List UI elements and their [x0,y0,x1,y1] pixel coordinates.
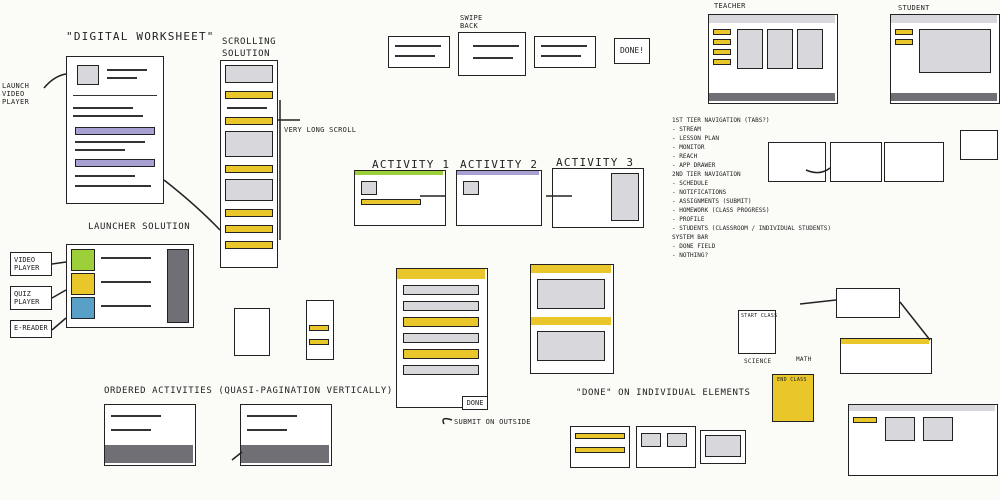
quiz-player-box[interactable]: QUIZ PLAYER [10,286,52,310]
video-player-box[interactable]: VIDEO PLAYER [10,252,52,276]
class-tablet-sketch [840,338,932,374]
nav-notes: 1ST TIER NAVIGATION (TABS?) - STREAM - L… [672,116,831,260]
launch-video-player-label: LAUNCH VIDEO PLAYER [2,82,44,106]
launcher-mini-2 [306,300,334,360]
activity-3-card [552,168,644,228]
done-big-button[interactable]: DONE! [614,38,650,64]
nav-note: SYSTEM BAR [672,233,831,242]
end-class-label: END CLASS [777,377,807,383]
e-reader-box[interactable]: E-READER [10,320,52,338]
large-tablet-sketch [848,404,998,476]
science-label: SCIENCE [744,358,771,365]
nav-note: - STUDENTS (CLASSROOM / INDIVIDUAL STUDE… [672,224,831,233]
quiz-player-label: QUIZ PLAYER [14,290,39,306]
done-element-3 [700,430,746,464]
launcher-solution-title: LAUNCHER SOLUTION [88,222,190,232]
flow-card-1 [768,142,826,182]
submit-on-outside-label: SUBMIT ON OUTSIDE [454,418,531,426]
flow-card-4 [960,130,998,160]
student-label: STUDENT [898,4,930,12]
worksheet-sketch [66,56,164,204]
flow-card-2 [830,142,882,182]
nav-note: - ASSIGNMENTS (SUBMIT) [672,197,831,206]
math-label: MATH [796,356,812,363]
swipe-card-3 [534,36,596,68]
nav-note: - NOTIFICATIONS [672,188,831,197]
end-class-card[interactable]: END CLASS [772,374,814,422]
student-tablet-sketch [890,14,1000,104]
done-small-label: DONE [467,399,484,407]
launcher-mini-1 [234,308,270,356]
done-big-label: DONE! [620,46,644,55]
nav-note: - PROFILE [672,215,831,224]
nav-note: - NOTHING? [672,251,831,260]
swipe-card-1 [388,36,450,68]
nav-note: - HOMEWORK (CLASS PROGRESS) [672,206,831,215]
submit-outside-sketch [396,268,488,408]
done-element-1 [570,426,630,468]
digital-worksheet-title: "DIGITAL WORKSHEET" [66,30,215,43]
very-long-scroll-label: VERY LONG SCROLL [284,126,356,134]
ordered-activities-title: ORDERED ACTIVITIES (QUASI-PAGINATION VER… [104,386,393,396]
swipe-back-label: SWIPE BACK [460,14,500,30]
teacher-tablet-sketch [708,14,838,104]
keyboard-sketch [836,288,900,318]
nav-note: - STREAM [672,125,831,134]
ordered-activity-2 [240,404,332,466]
activity-2-card [456,170,542,226]
done-small-button[interactable]: DONE [462,396,488,410]
done-on-elements-title: "DONE" ON INDIVIDUAL ELEMENTS [576,388,751,398]
nav-note: - DONE FIELD [672,242,831,251]
launcher-tablet-sketch [66,244,194,328]
ordered-activity-1 [104,404,196,466]
scrolling-solution-title: SCROLLING SOLUTION [222,36,292,60]
e-reader-label: E-READER [14,324,48,332]
video-thumb [77,65,99,85]
nav-note: 1ST TIER NAVIGATION (TABS?) [672,116,831,125]
video-player-label: VIDEO PLAYER [14,256,39,272]
start-class-label: START CLASS [741,313,777,319]
scrolling-phone-sketch [220,60,278,268]
teacher-label: TEACHER [714,2,746,10]
science-card[interactable]: START CLASS [738,310,776,354]
quiz-card-sketch [530,264,614,374]
activity-1-card [354,170,446,226]
done-element-2 [636,426,696,468]
swipe-card-2 [458,32,526,76]
flow-card-3 [884,142,944,182]
